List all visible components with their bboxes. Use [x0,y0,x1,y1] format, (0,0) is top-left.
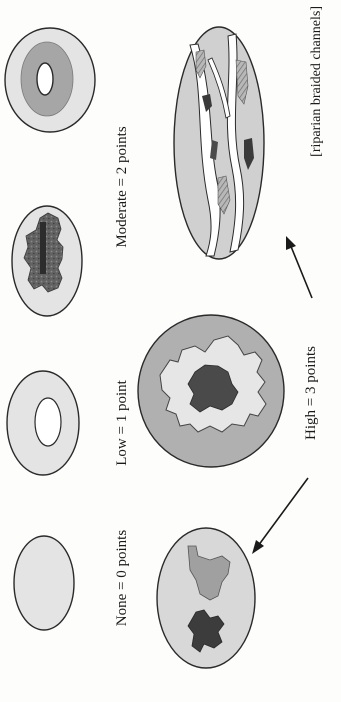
label-low: Low = 1 point [114,379,130,465]
none-ellipse [14,536,74,630]
arrow-to-riparian-ellipse [286,236,312,298]
label-moderate: Moderate = 2 points [114,126,130,248]
label-none: None = 0 points [114,530,130,627]
arrow-to-left-ellipse [252,478,308,554]
ring-hole [37,63,53,95]
moderate-dark-bar [40,222,46,274]
label-riparian: [riparian braided channels] [309,6,324,157]
low-hole [35,398,61,446]
label-high: High = 3 points [303,346,319,440]
